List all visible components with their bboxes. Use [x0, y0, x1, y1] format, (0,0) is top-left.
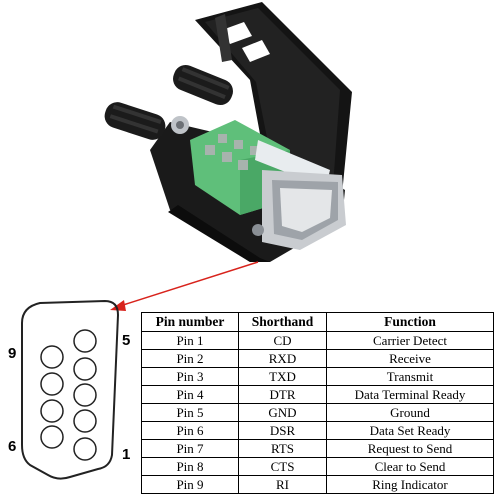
connector-outline — [21, 299, 120, 480]
pin-label-5: 5 — [122, 332, 131, 349]
cell-shorthand: CD — [238, 331, 327, 350]
cell-shorthand: GND — [238, 403, 327, 422]
db9-pinout-diagram — [21, 299, 120, 480]
pin-8 — [40, 372, 64, 396]
cell-pin: Pin 3 — [141, 367, 239, 386]
db9-metal-shell — [252, 170, 346, 250]
cell-function: Receive — [326, 349, 494, 368]
cell-function: Transmit — [326, 367, 494, 386]
cell-pin: Pin 6 — [141, 421, 239, 440]
cell-shorthand: DTR — [238, 385, 327, 404]
cell-pin: Pin 5 — [141, 403, 239, 422]
cell-pin: Pin 7 — [141, 439, 239, 458]
cell-function: Clear to Send — [326, 457, 494, 476]
cell-function: Request to Send — [326, 439, 494, 458]
cell-pin: Pin 2 — [141, 349, 239, 368]
cell-function: Data Terminal Ready — [326, 385, 494, 404]
pin-5 — [73, 329, 97, 353]
db9-breakout-connector-photo — [104, 2, 352, 262]
cell-pin: Pin 1 — [141, 331, 239, 350]
cell-function: Ground — [326, 403, 494, 422]
pin-label-6: 6 — [8, 438, 17, 455]
cell-shorthand: CTS — [238, 457, 327, 476]
cell-shorthand: TXD — [238, 367, 327, 386]
pin-label-9: 9 — [8, 345, 17, 362]
cell-function: Data Set Ready — [326, 421, 494, 440]
header-function: Function — [326, 312, 494, 332]
cell-shorthand: RI — [238, 475, 327, 494]
header-pin-number: Pin number — [141, 312, 239, 332]
cell-function: Carrier Detect — [326, 331, 494, 350]
table-header-row: Pin number Shorthand Function — [141, 312, 494, 332]
cell-pin: Pin 4 — [141, 385, 239, 404]
header-shorthand: Shorthand — [238, 312, 327, 332]
thumbscrew-left — [104, 102, 166, 140]
pin-label-1: 1 — [122, 446, 131, 463]
cell-shorthand: DSR — [238, 421, 327, 440]
pin-2 — [73, 409, 97, 433]
pin-6 — [40, 425, 64, 449]
housing-lid — [195, 2, 352, 215]
pin-9 — [40, 345, 64, 369]
pins-row-top — [73, 329, 97, 461]
pin-7 — [40, 399, 64, 423]
cell-pin: Pin 8 — [141, 457, 239, 476]
cell-shorthand: RXD — [238, 349, 327, 368]
pins-row-bottom — [40, 345, 64, 449]
cell-shorthand: RTS — [238, 439, 327, 458]
cell-function: Ring Indicator — [326, 475, 494, 494]
pin-4 — [73, 357, 97, 381]
pin-1 — [73, 437, 97, 461]
cell-pin: Pin 9 — [141, 475, 239, 494]
thumbscrew-right — [173, 64, 233, 106]
pin-3 — [73, 383, 97, 407]
